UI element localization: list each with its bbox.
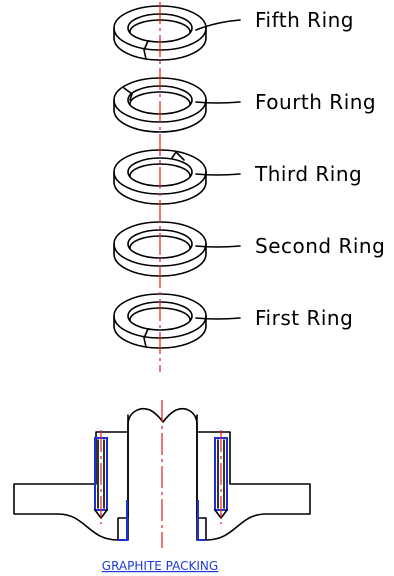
ring-skive-cut [143, 328, 149, 348]
ring-leader-line [195, 101, 241, 104]
packing-ring: First Ring [113, 293, 353, 349]
ring-inner-hole [127, 229, 193, 259]
housing-flange-outline [13, 414, 129, 541]
ring-leader-line [195, 317, 241, 320]
ring-label: Fourth Ring [255, 90, 376, 114]
valve-stem [127, 408, 198, 541]
ring-label: First Ring [255, 306, 353, 330]
ring-skive-cut [143, 40, 149, 60]
ring-skive-cut [171, 151, 185, 161]
ring-label: Third Ring [254, 162, 362, 186]
ring-leader-line [195, 19, 241, 31]
diagram-caption: GRAPHITE PACKING [102, 559, 218, 573]
ring-bottom-edge [113, 99, 207, 133]
packing-ring: Fifth Ring [113, 5, 354, 61]
ring-inner-depth [129, 91, 191, 105]
stuffing-box-assembly [13, 400, 311, 548]
ring-bottom-edge [113, 27, 207, 61]
packing-ring: Third Ring [113, 149, 362, 205]
housing-flange-outline-right [196, 414, 311, 541]
ring-leader-line [195, 245, 241, 248]
ring-leader-line [195, 173, 241, 176]
ring-label: Fifth Ring [255, 8, 354, 32]
packing-ring: Fourth Ring [113, 77, 376, 133]
ring-label: Second Ring [255, 234, 385, 258]
ring-skive-cut [123, 87, 133, 101]
packing-ring: Second Ring [113, 221, 385, 277]
ring-inner-depth [129, 163, 191, 177]
